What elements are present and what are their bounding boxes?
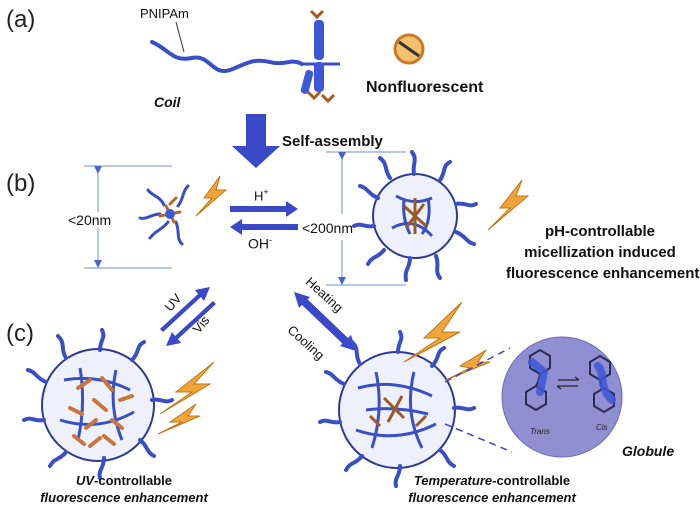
nonfluorescent-icon bbox=[393, 33, 425, 65]
panel-label-c: (c) bbox=[6, 320, 34, 347]
small-size-bracket bbox=[84, 165, 172, 269]
unimer-small bbox=[138, 184, 190, 246]
panel-label-a: (a) bbox=[6, 6, 36, 33]
globule-label: Globule bbox=[622, 443, 675, 459]
dye-unit-coil bbox=[300, 9, 340, 104]
self-assembly-label: Self-assembly bbox=[282, 133, 383, 150]
heating-cooling-arrows bbox=[294, 292, 356, 351]
self-assembly-arrow bbox=[232, 114, 280, 168]
pnipam-pointer bbox=[175, 21, 185, 53]
uv-vis-arrows bbox=[160, 287, 216, 346]
trans-isomer-label: Trans bbox=[530, 427, 550, 436]
ph-caption-line-1: pH-controllable bbox=[544, 223, 655, 240]
micelle-uv bbox=[22, 328, 174, 480]
micelle-temperature bbox=[318, 330, 476, 488]
temperature-caption: Temperature-controllable fluorescence en… bbox=[408, 473, 576, 505]
large-size-bracket bbox=[326, 151, 406, 286]
fluorescence-bolt-temp-1 bbox=[403, 301, 463, 363]
uv-caption: UV-controllable fluorescence enhancement bbox=[40, 473, 208, 505]
coil-label: Coil bbox=[154, 94, 181, 110]
zoom-lines bbox=[444, 347, 513, 453]
micelle-ph bbox=[352, 150, 478, 282]
nonfluorescent-label: Nonfluorescent bbox=[366, 79, 484, 96]
fluorescence-bolt-small bbox=[195, 175, 228, 217]
cis-isomer-label: Cis bbox=[596, 423, 608, 432]
fluorescence-bolt-temp-2 bbox=[445, 349, 491, 381]
ph-equilibrium-arrows bbox=[230, 201, 298, 235]
ph-caption-line-2: micellization induced bbox=[524, 244, 676, 261]
base-label: OH- bbox=[248, 235, 272, 252]
fluorescence-bolt-ph bbox=[487, 179, 530, 231]
acid-label: H+ bbox=[254, 187, 269, 204]
size-small-label: <20nm bbox=[68, 212, 112, 228]
panel-label-b: (b) bbox=[6, 170, 36, 197]
size-large-label: <200nm bbox=[302, 220, 353, 236]
ph-caption: pH-controllable micellization induced fl… bbox=[506, 221, 700, 284]
fluorescence-bolt-uv-1 bbox=[159, 361, 215, 415]
pnipam-coil bbox=[150, 40, 304, 74]
globule-inset bbox=[501, 336, 623, 458]
fluorescence-bolt-uv-2 bbox=[157, 403, 201, 435]
pnipam-label: PNIPAm bbox=[140, 6, 189, 21]
ph-caption-line-3: fluorescence enhancement bbox=[506, 265, 700, 282]
